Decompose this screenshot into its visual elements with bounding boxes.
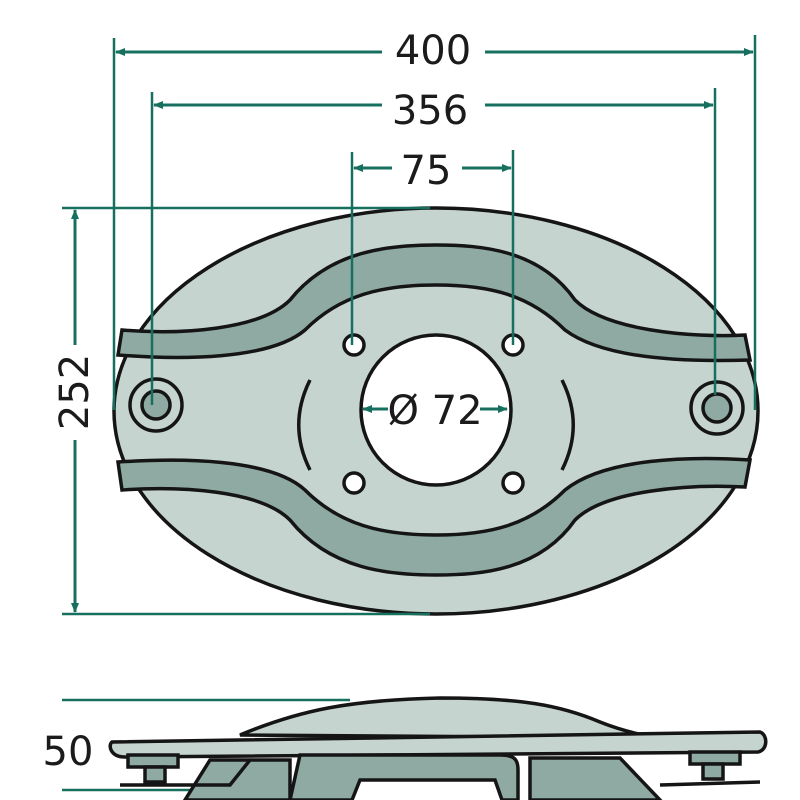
plate-side-view — [108, 696, 768, 800]
blade-bolt-left — [128, 377, 184, 433]
small-bolt-holes — [342, 333, 525, 495]
dimension-label-75: 75 — [401, 148, 452, 194]
dimension-400: 400 — [115, 28, 754, 74]
dimension-356: 356 — [153, 88, 714, 134]
dimension-75: 75 — [353, 148, 512, 194]
dimension-label-bore: Ø 72 — [387, 388, 482, 434]
dimension-label-252: 252 — [52, 354, 98, 430]
plate-top-view — [112, 206, 760, 616]
center-bore — [359, 333, 513, 487]
dimension-label-400: 400 — [395, 28, 471, 74]
dimension-bore: Ø 72 — [362, 388, 508, 434]
dimension-label-356: 356 — [392, 88, 468, 134]
blade-bolt-right — [689, 380, 745, 436]
dimension-50: 50 — [43, 729, 94, 775]
upper-recess — [115, 243, 753, 363]
extension-lines — [62, 35, 757, 792]
dimension-252: 252 — [52, 209, 98, 613]
lower-recess — [116, 456, 753, 577]
dimension-label-50: 50 — [43, 729, 94, 775]
